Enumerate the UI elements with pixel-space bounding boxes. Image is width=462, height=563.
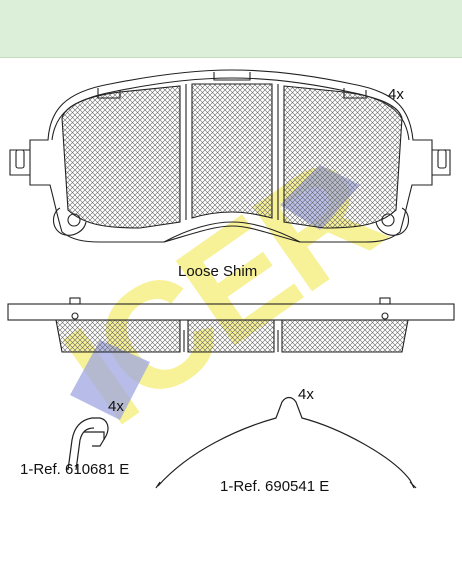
bottom-center-recess	[163, 221, 301, 243]
top-notch-right	[343, 88, 367, 99]
side-friction-center	[187, 319, 275, 353]
brake-pad-front-view	[9, 69, 451, 243]
qty-clip-label: 4x	[108, 398, 124, 415]
side-pin-right	[379, 297, 391, 305]
side-friction-left	[55, 319, 181, 353]
lower-hole-left	[67, 213, 81, 227]
brake-pad-side-view	[7, 297, 455, 353]
friction-segment-center	[191, 83, 273, 219]
side-pin-left	[69, 297, 81, 305]
backing-plate-outline	[29, 69, 433, 243]
top-notch-left	[97, 88, 121, 99]
loose-shim-label: Loose Shim	[178, 263, 258, 280]
left-ear	[9, 149, 30, 176]
top-notch-center	[213, 72, 251, 81]
friction-segment-left	[61, 85, 181, 229]
side-rivet-right	[381, 312, 389, 320]
qty-pad-label: 4x	[388, 86, 404, 103]
right-ear	[432, 149, 451, 176]
left-ear-slot	[15, 149, 25, 169]
ref-clip-label: 1-Ref. 610681 E	[20, 461, 130, 478]
lower-ear-right	[375, 207, 410, 236]
retaining-spring	[155, 396, 417, 489]
anti-rattle-clip	[67, 417, 109, 471]
qty-spring-label: 4x	[298, 386, 314, 403]
lower-hole-right	[381, 213, 395, 227]
side-friction-right	[281, 319, 409, 353]
right-ear-slot	[437, 149, 447, 169]
friction-segment-right	[283, 85, 403, 229]
header-band	[0, 0, 462, 58]
ref-spring-label: 1-Ref. 690541 E	[220, 478, 330, 495]
side-rivet-left	[71, 312, 79, 320]
lower-ear-left	[52, 207, 87, 236]
